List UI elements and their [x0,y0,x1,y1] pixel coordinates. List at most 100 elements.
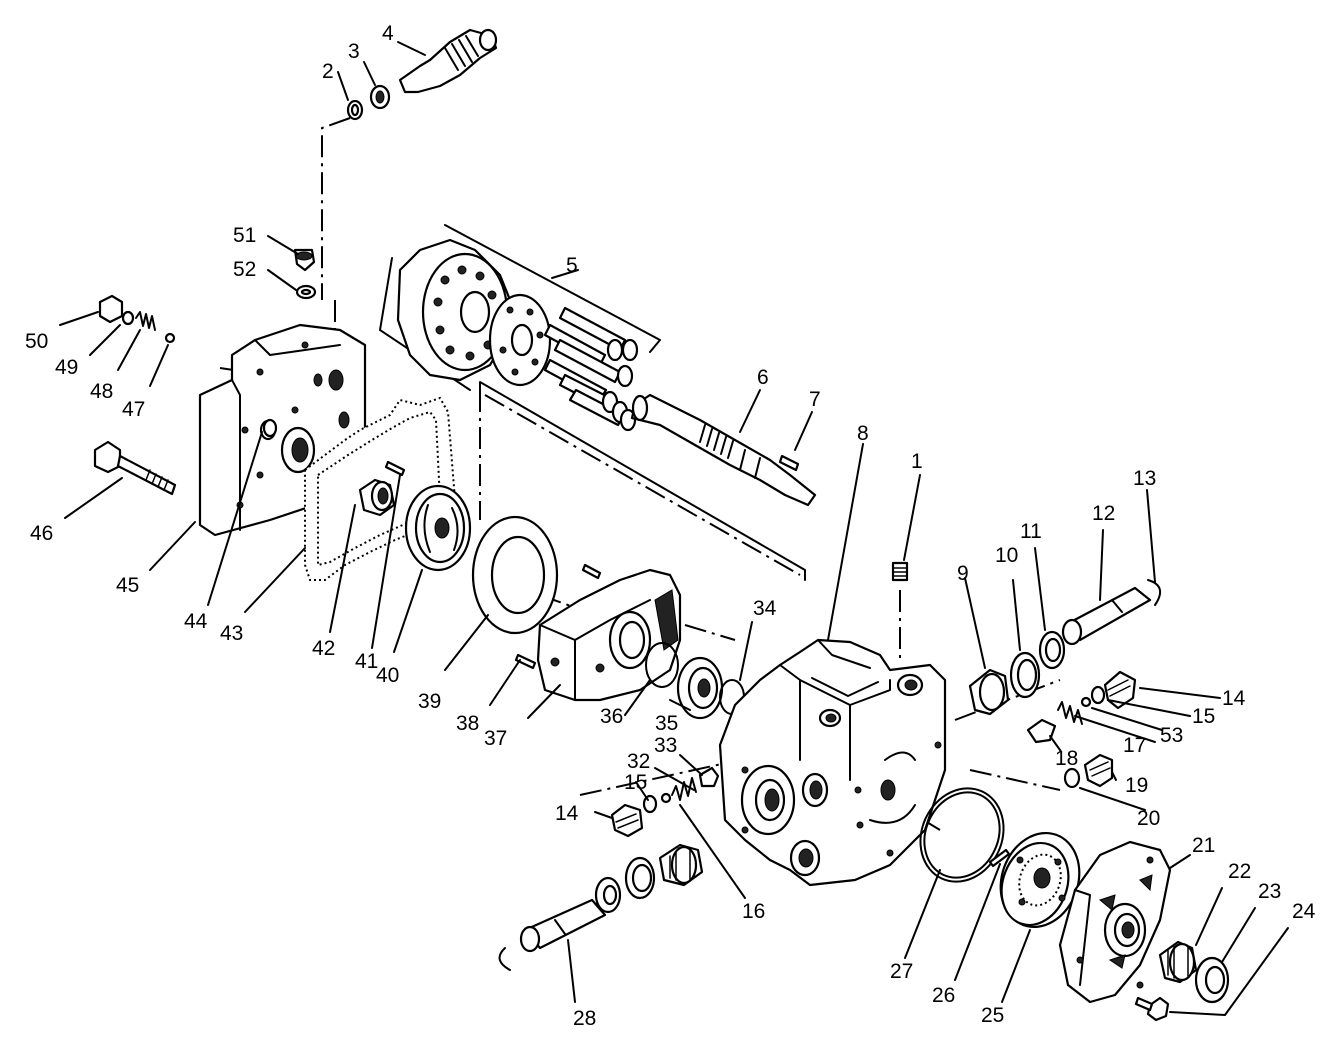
label-49: 49 [55,356,78,379]
part-2-oring [346,99,364,121]
part-17-spring [1057,701,1083,725]
label-47: 47 [122,398,145,421]
part-3-washer [369,84,391,110]
label-39: 39 [418,690,441,713]
label-4: 4 [382,22,394,45]
pin-centerline-2 [684,624,736,641]
label-42: 42 [312,637,335,660]
part-51-plug [293,248,316,272]
label-18: 18 [1055,747,1078,770]
part-14-plug-left [610,803,644,838]
label-50: 50 [25,330,48,353]
part-52-oring [295,284,317,300]
part-53-ball [1080,696,1092,708]
part-40-valve-plate [404,484,472,572]
label-5: 5 [566,254,578,277]
label-9: 9 [957,562,969,585]
label-6: 6 [757,366,769,389]
part-21-charge-pump-cover [1058,840,1172,1004]
label-3: 3 [348,40,360,63]
label-38: 38 [456,712,479,735]
part-13-snap-ring [1147,579,1162,606]
label-7: 7 [809,388,821,411]
shaft-centerline-top [321,117,351,300]
label-14-left: 14 [555,802,579,825]
label-26: 26 [932,984,955,1007]
part-35-bearing [676,656,724,720]
part-49-oring [121,310,135,326]
part-poppet-right [1026,718,1057,744]
label-10: 10 [995,544,1018,567]
label-27: 27 [890,960,913,983]
label-46: 46 [30,522,53,545]
part-8-main-housing [718,638,947,887]
group-bracket-top [444,224,661,353]
part-7-key [778,454,800,472]
label-53: 53 [1160,724,1183,747]
part-27-oring [919,787,1005,883]
part-39-thrust-plate [471,515,559,635]
label-14-right: 14 [1222,687,1246,710]
part-38-pins [514,563,602,670]
part-lower-washer [594,876,622,914]
part-number-labels: 1 2 3 4 5 6 7 8 9 10 11 12 13 14 14 15 1… [25,22,1316,1030]
part-4-shaft [398,28,498,94]
label-17: 17 [1123,734,1146,757]
part-10-seal [1009,651,1041,699]
part-lower-seal [624,856,656,900]
part-44-oring [262,418,278,438]
label-43: 43 [220,622,243,645]
label-35: 35 [655,712,678,735]
part-5-rotating-group [396,238,639,432]
part-19-plug-right [1083,753,1114,788]
part-9-bearing [968,668,1010,716]
label-21: 21 [1192,834,1215,857]
label-28: 28 [573,1007,596,1030]
label-12: 12 [1092,502,1115,525]
label-20: 20 [1137,807,1160,830]
part-1-plug [891,561,909,582]
label-33: 33 [654,734,677,757]
part-22-bearing [1158,940,1198,984]
label-48: 48 [90,380,113,403]
label-13: 13 [1133,467,1156,490]
label-22: 22 [1228,860,1251,883]
part-24-screw [1134,996,1170,1022]
label-2: 2 [322,60,334,83]
part-20-oring-right [1063,767,1081,789]
part-42-bearing [358,478,396,517]
group-bracket-bottom [479,381,806,581]
label-52: 52 [233,258,256,281]
lower-shaft-centerline [579,759,741,796]
label-36: 36 [600,705,623,728]
label-1: 1 [911,450,923,473]
label-15-left: 15 [624,771,647,794]
leader-lines [59,41,1289,1016]
part-11-washer [1038,630,1066,670]
label-44: 44 [184,610,208,633]
label-25: 25 [981,1004,1004,1027]
part-12-shaft [1061,586,1152,646]
part-lower-bearing [658,843,704,887]
label-19: 19 [1125,774,1148,797]
label-15-right: 15 [1192,705,1215,728]
label-37: 37 [484,727,507,750]
label-8: 8 [857,422,869,445]
label-11: 11 [1020,520,1042,543]
part-46-bolt [93,440,177,496]
main-centerline [484,394,801,576]
part-37-swashplate [536,568,682,702]
label-34: 34 [753,597,777,620]
label-41: 41 [355,650,378,673]
part-6-drive-shaft [630,393,817,507]
part-41-pin [384,460,406,477]
right-plug-centerline [969,769,1061,791]
part-23-seal [1194,956,1230,1004]
label-40: 40 [376,664,399,687]
part-26-pin [988,848,1011,868]
label-24: 24 [1292,900,1316,923]
part-36-snap-ring [645,642,679,688]
part-48-spring [135,311,156,331]
